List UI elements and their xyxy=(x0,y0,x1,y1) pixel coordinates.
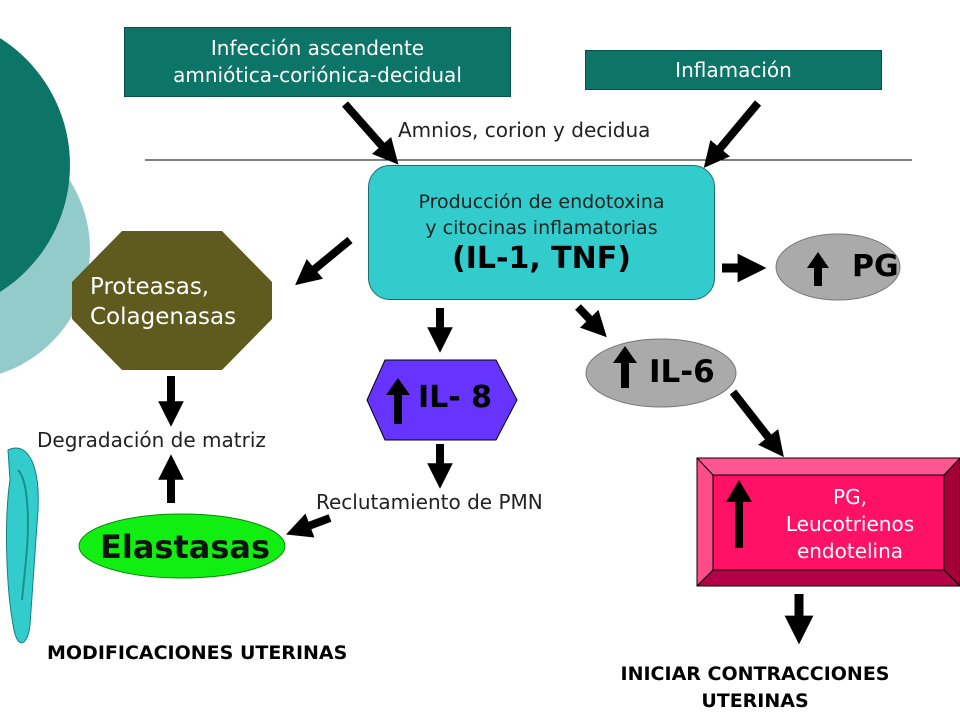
left-bracket-shape xyxy=(6,447,39,643)
left-bracket-inner xyxy=(17,469,29,601)
degradacion-label: Degradación de matriz xyxy=(37,428,266,452)
il8-text: IL- 8 xyxy=(418,380,493,415)
elastasas-text: Elastasas xyxy=(100,528,271,566)
reclutamiento-label: Reclutamiento de PMN xyxy=(316,490,543,514)
up-arrow-icon xyxy=(613,346,637,388)
iniciar-label: INICIAR CONTRACCIONES UTERINAS xyxy=(620,663,890,712)
infeccion-box: Infección ascendente amniótica-coriónica… xyxy=(124,27,511,97)
inflamacion-text: Inflamación xyxy=(675,57,792,82)
modificaciones-label: MODIFICACIONES UTERINAS xyxy=(47,642,348,664)
il8-hexagon xyxy=(366,359,518,441)
arrow-infeccion-to-produccion xyxy=(342,101,399,165)
amnios-label: Amnios, corion y decidua xyxy=(398,118,651,142)
up-arrow-icon xyxy=(807,252,829,286)
pg-leuco-text: PG, Leucotrienos endotelina xyxy=(785,484,915,563)
proteasas-octagon xyxy=(72,231,272,370)
up-arrow-icon xyxy=(386,378,410,424)
produccion-text: Producción de endotoxina y citocinas inf… xyxy=(418,190,665,239)
infeccion-text: Infección ascendente amniótica-coriónica… xyxy=(173,36,462,87)
il6-text: IL-6 xyxy=(649,354,715,390)
decor-dark-circle xyxy=(0,38,70,292)
produccion-box: Producción de endotoxina y citocinas inf… xyxy=(368,165,715,300)
arrow-inflamacion-to-produccion xyxy=(703,100,762,168)
up-arrow-icon xyxy=(726,480,752,548)
proteasas-text: Proteasas, Colagenasas xyxy=(90,274,237,330)
pg-leuco-box xyxy=(696,457,960,587)
arrow-produccion-to-proteasas xyxy=(295,236,353,286)
produccion-bold: (IL-1, TNF) xyxy=(452,240,631,276)
pg-text: PG xyxy=(852,249,899,284)
arrow-reclutamiento-to-elastasas xyxy=(286,513,332,538)
elastasas-ellipse xyxy=(78,513,286,579)
arrow-il6-to-pgbox xyxy=(729,389,784,458)
inflamacion-box: Inflamación xyxy=(585,50,882,90)
arrow-produccion-to-il6 xyxy=(575,304,607,338)
pg-ellipse xyxy=(775,233,901,301)
